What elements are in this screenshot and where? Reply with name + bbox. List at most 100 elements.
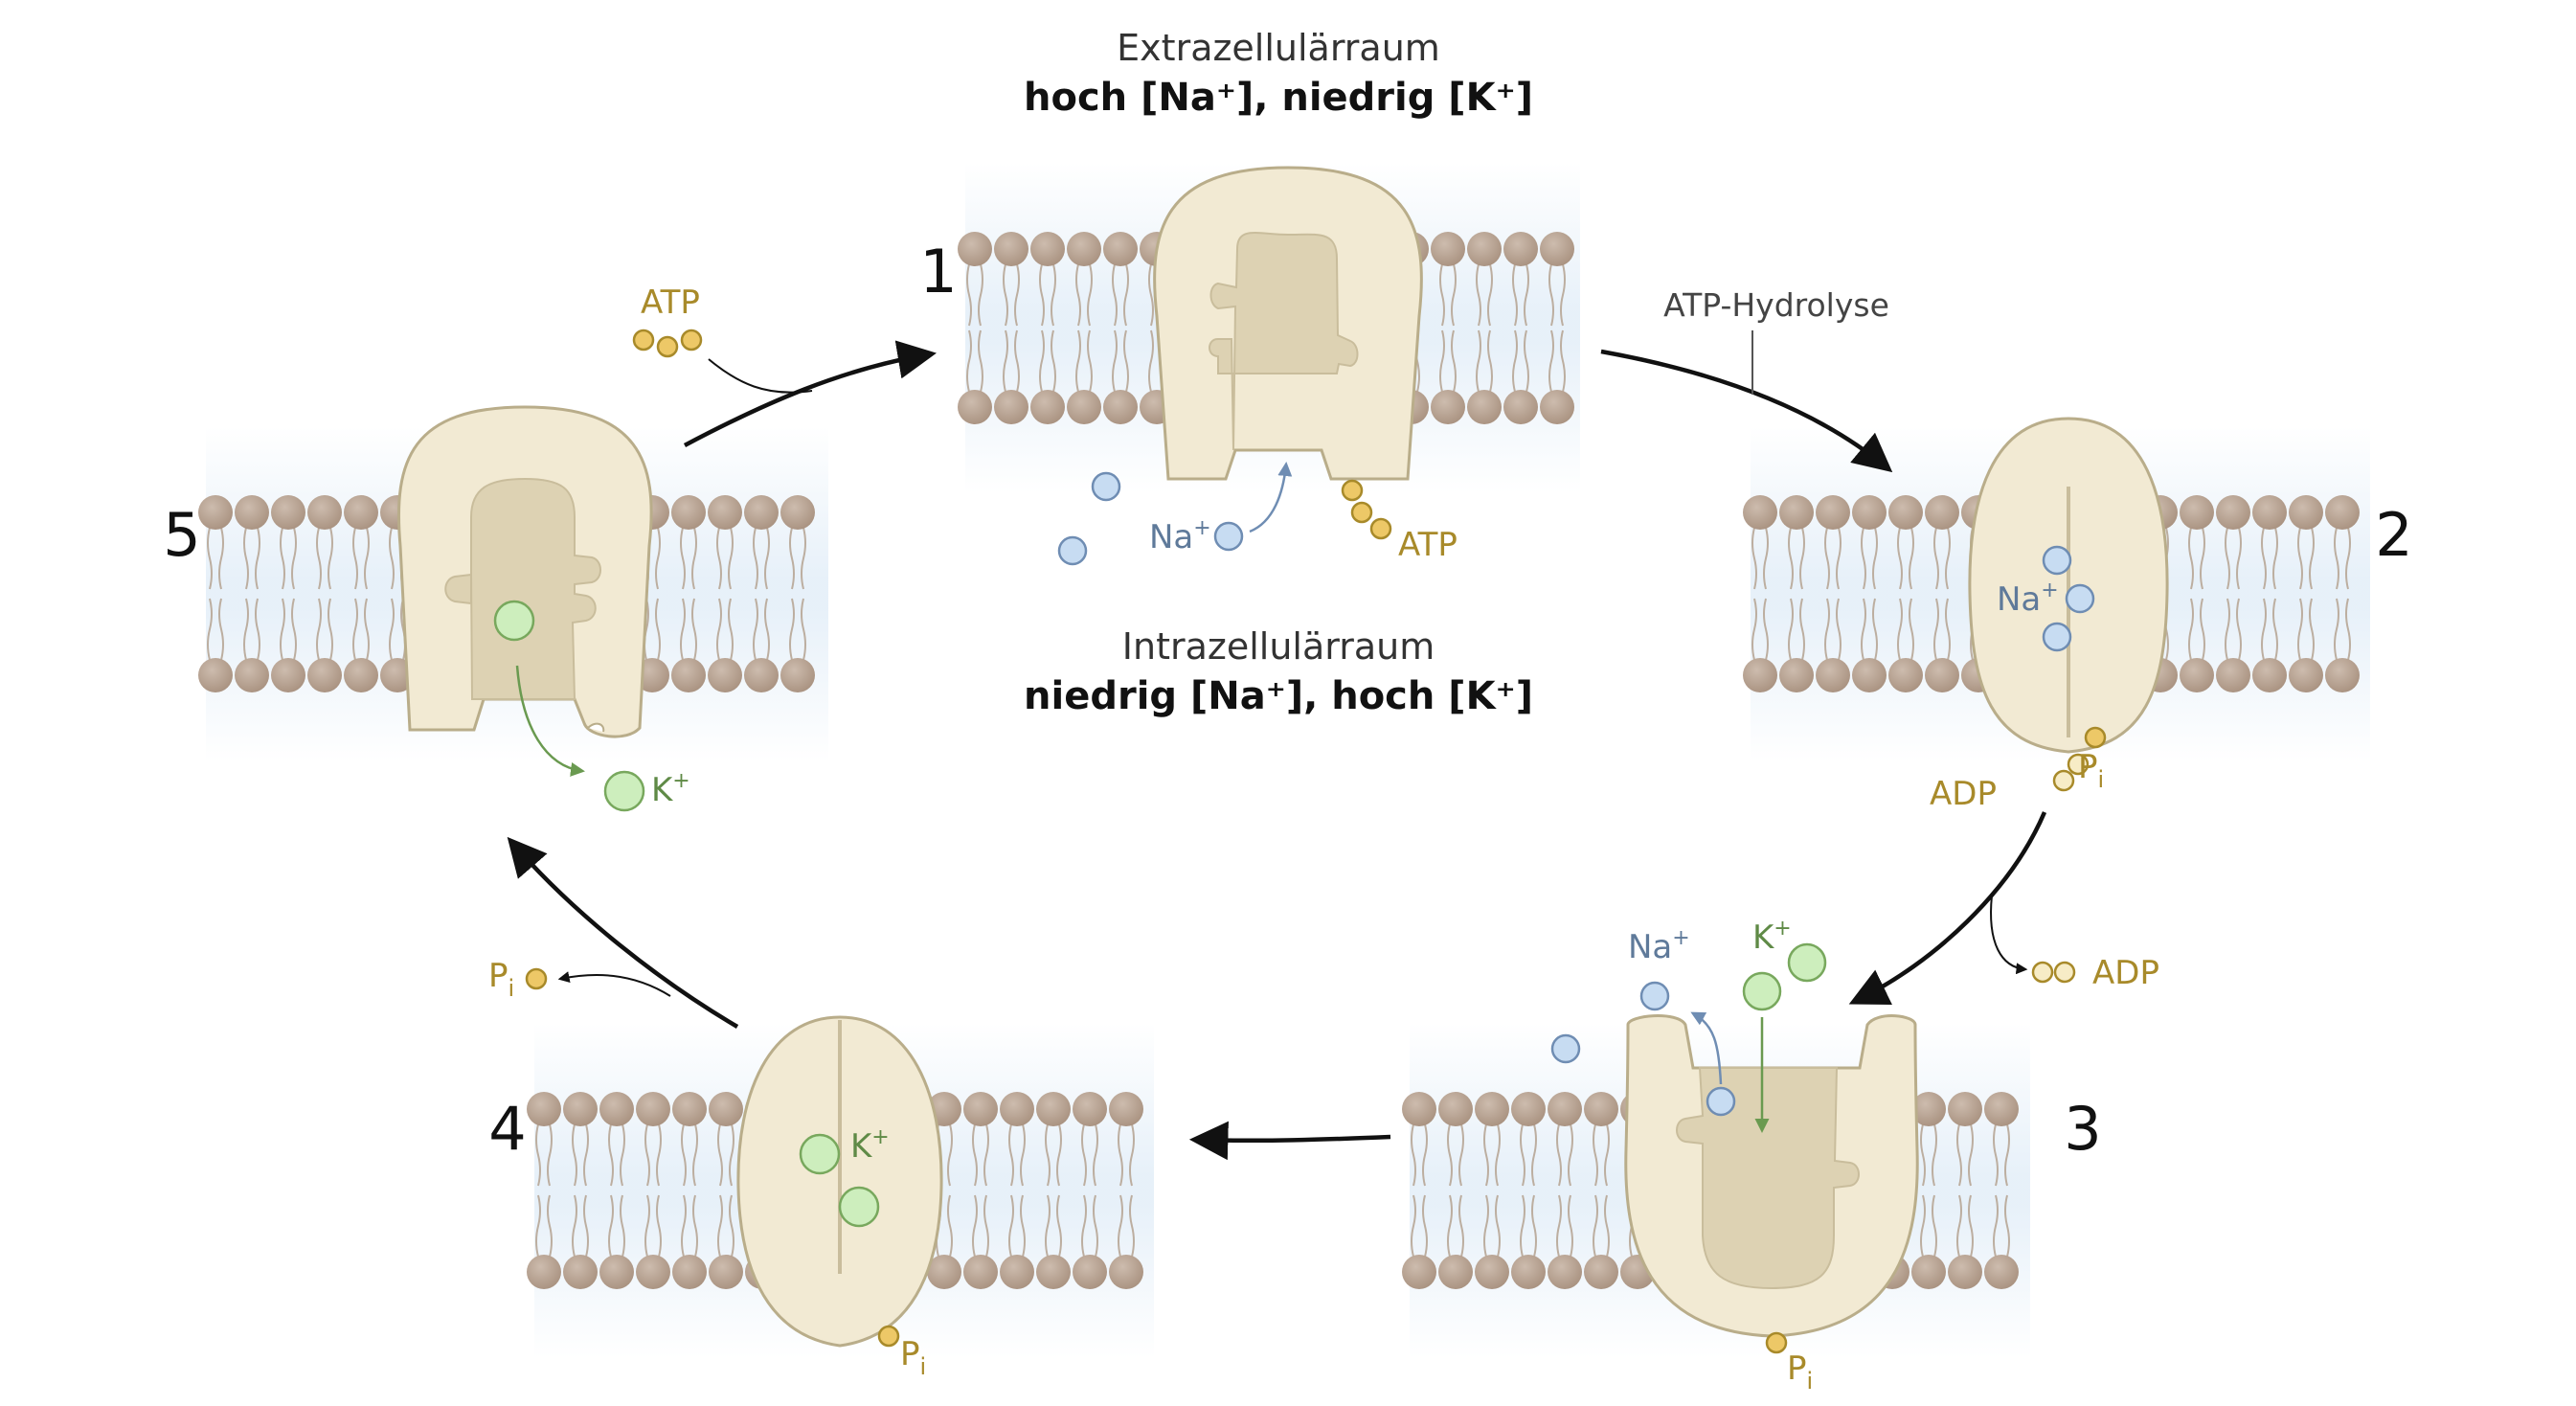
lipid-head xyxy=(1438,1255,1473,1289)
lipid-head xyxy=(1984,1255,2019,1289)
step-number-4: 4 xyxy=(488,1094,526,1164)
phosphate-bound xyxy=(877,1325,900,1348)
lipid-head xyxy=(1511,1255,1546,1289)
potassium-ion xyxy=(1787,942,1827,983)
step-3: 3 Na+ K+ Pi xyxy=(1550,917,2102,1395)
lipid-head xyxy=(1103,232,1138,266)
lipid-head xyxy=(1030,232,1065,266)
lipid-head xyxy=(307,658,342,692)
step-4: 4 K+ Pi xyxy=(488,1015,943,1380)
lipid-head xyxy=(1467,232,1502,266)
atp-phosphate xyxy=(632,329,655,352)
sodium-ion xyxy=(1550,1033,1581,1064)
lipid-head xyxy=(235,658,269,692)
atp-phosphate xyxy=(1350,501,1373,524)
step-number-5: 5 xyxy=(163,500,200,570)
lipid-head xyxy=(1109,1092,1143,1126)
lipid-head xyxy=(958,232,992,266)
atp-hydrolysis-label: ATP-Hydrolyse xyxy=(1663,286,1889,324)
potassium-ion xyxy=(799,1133,841,1175)
sodium-ion xyxy=(1706,1086,1736,1117)
lipid-head xyxy=(709,1255,743,1289)
lipid-head xyxy=(1852,495,1887,530)
cycle-arrow-5-to-1 xyxy=(683,340,937,447)
lipid-head xyxy=(1911,1092,1946,1126)
lipid-head xyxy=(527,1092,561,1126)
lipid-head xyxy=(672,1255,707,1289)
lipid-head xyxy=(2252,495,2287,530)
extracellular-title: Extrazellulärraum xyxy=(1117,27,1440,69)
step-number-3: 3 xyxy=(2064,1094,2101,1164)
lipid-head xyxy=(1067,390,1101,424)
lipid-head xyxy=(1073,1255,1107,1289)
lipid-head xyxy=(198,495,233,530)
lipid-head xyxy=(708,658,742,692)
lipid-head xyxy=(1984,1092,2019,1126)
phosphate-bound xyxy=(1765,1331,1788,1354)
lipid-head xyxy=(927,1255,961,1289)
lipid-head xyxy=(1925,495,1959,530)
sodium-ion xyxy=(1057,535,1088,566)
step-2: 2 Na+ ADP Pi xyxy=(1930,417,2413,813)
lipid-head xyxy=(963,1255,998,1289)
potassium-ion xyxy=(1742,971,1782,1011)
lipid-head xyxy=(198,658,233,692)
lipid-head xyxy=(1438,1092,1473,1126)
lipid-head xyxy=(1779,495,1814,530)
pump-channel xyxy=(444,477,601,700)
lipid-head xyxy=(1816,658,1850,692)
sodium-ion xyxy=(1639,981,1670,1011)
potassium-ion xyxy=(493,600,535,642)
pi-released xyxy=(525,967,548,990)
pi-label: Pi xyxy=(900,1335,926,1380)
potassium-label: K+ xyxy=(1752,917,1792,957)
extracellular-conditions: hoch [Na⁺], niedrig [K⁺] xyxy=(1024,76,1533,120)
lipid-head xyxy=(994,232,1028,266)
lipid-head xyxy=(963,1092,998,1126)
adp-phosphate xyxy=(2067,753,2090,776)
lipid-head xyxy=(1036,1092,1071,1126)
lipid-head xyxy=(307,495,342,530)
lipid-head xyxy=(1511,1092,1546,1126)
pi-label: Pi xyxy=(2078,748,2104,793)
lipid-head xyxy=(2216,658,2250,692)
atp-input-label: ATP xyxy=(641,283,700,322)
lipid-head xyxy=(1000,1255,1034,1289)
sodium-label: Na+ xyxy=(1628,926,1690,966)
lipid-head xyxy=(1584,1255,1618,1289)
lipid-head xyxy=(1103,390,1138,424)
lipid-head xyxy=(780,658,815,692)
lipid-head xyxy=(1548,1092,1582,1126)
lipid-head xyxy=(1431,390,1465,424)
atp-phosphate xyxy=(1369,517,1392,540)
step-5: 5 K+ xyxy=(163,405,690,812)
cycle-arrow-2-to-3 xyxy=(1848,811,2047,1005)
lipid-head xyxy=(671,658,706,692)
sodium-label: Na+ xyxy=(1149,516,1211,556)
adp-phosphate xyxy=(2053,961,2076,984)
atp-phosphate xyxy=(1341,479,1364,502)
pump-channel xyxy=(1676,1067,1860,1290)
cycle-arrow-3-to-4 xyxy=(1188,1121,1391,1161)
sodium-ion xyxy=(2042,622,2072,652)
adp-phosphate xyxy=(2031,961,2054,984)
pump-channel xyxy=(1209,232,1359,451)
potassium-label: K+ xyxy=(850,1125,890,1166)
atp-label: ATP xyxy=(1398,526,1457,564)
lipid-head xyxy=(958,390,992,424)
lipid-head xyxy=(1948,1092,1982,1126)
lipid-head xyxy=(2289,495,2323,530)
sodium-ion xyxy=(2042,545,2072,576)
intracellular-title: Intrazellulärraum xyxy=(1122,625,1435,668)
lipid-head xyxy=(744,658,779,692)
lipid-head xyxy=(708,495,742,530)
lipid-head xyxy=(2289,658,2323,692)
lipid-head xyxy=(1503,232,1538,266)
lipid-head xyxy=(527,1255,561,1289)
lipid-head xyxy=(1816,495,1850,530)
lipid-head xyxy=(1743,658,1777,692)
lipid-head xyxy=(1503,390,1538,424)
lipid-head xyxy=(1925,658,1959,692)
lipid-head xyxy=(1475,1092,1509,1126)
